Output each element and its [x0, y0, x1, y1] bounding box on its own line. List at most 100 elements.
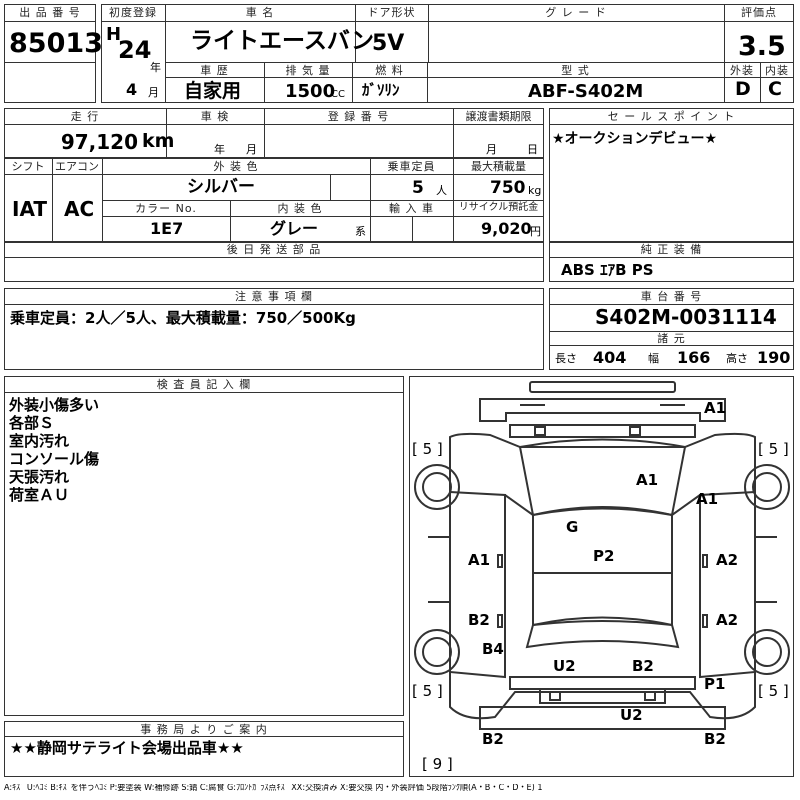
displacement: 1500 — [285, 81, 336, 102]
transfer-day-unit: 日 — [527, 143, 538, 156]
legend: A:ｷｽﾞ U:ﾍｺﾐ B:ｷｽﾞを伴うﾍｺﾐ P:要塗装 W:補修跡 S:錆 … — [4, 784, 796, 793]
inspector-box — [4, 376, 404, 716]
inspector-line: 天張汚れ — [9, 468, 70, 486]
ext-score: D — [735, 78, 751, 100]
transfer-label: 譲渡書類期限 — [465, 110, 532, 123]
era: H — [106, 24, 122, 45]
ext-color: シルバー — [187, 177, 255, 197]
inspector-line: 各部Ｓ — [9, 414, 55, 432]
notes-box — [4, 288, 544, 370]
reg-year: 24 — [118, 36, 152, 64]
insp-year-unit: 年 — [214, 143, 225, 156]
inspector-line: コンソール傷 — [9, 450, 100, 468]
month-unit: 月 — [148, 86, 159, 99]
int-score: C — [768, 78, 782, 100]
inspector-line: 室内汚れ — [9, 432, 70, 450]
office-label: 事 務 局 よ り ご 案 内 — [140, 723, 268, 736]
length-value: 404 — [593, 348, 627, 367]
height-label: 高さ — [726, 352, 748, 365]
lot-number: 85013 — [9, 28, 103, 59]
damage-mark: B2 — [704, 730, 726, 748]
recycle-unit: 円 — [530, 225, 541, 238]
car-name: ライトエースバン — [190, 28, 374, 54]
fuel-label: 燃 料 — [375, 64, 404, 77]
int-color-unit: 系 — [355, 225, 366, 238]
genuine-value: ABS ｴｱB PS — [561, 261, 654, 279]
tire-right-rear: [ 5 ] — [758, 682, 789, 700]
load-unit: kg — [528, 184, 542, 197]
transfer-month-unit: 月 — [486, 143, 497, 156]
specs-label: 諸 元 — [657, 332, 686, 345]
door-label: ドア形状 — [367, 6, 416, 19]
chassis-label: 車 台 番 号 — [640, 290, 703, 303]
legend-text: A:ｷｽﾞ U:ﾍｺﾐ B:ｷｽﾞを伴うﾍｺﾐ P:要塗装 W:補修跡 S:錆 … — [4, 784, 543, 793]
damage-mark: B4 — [482, 640, 504, 658]
car-outline — [414, 381, 790, 730]
sales-label: セ ー ル ス ポ イ ン ト — [607, 110, 736, 123]
spare-tire: [ 9 ] — [422, 755, 453, 773]
damage-mark: A1 — [636, 471, 659, 489]
capacity-value: 5 — [412, 178, 424, 198]
capacity-unit: 人 — [436, 184, 447, 197]
disp-unit: CC — [331, 89, 345, 100]
damage-mark: A1 — [468, 551, 491, 569]
damage-mark: G — [566, 518, 579, 536]
regno-label: 登 録 番 号 — [327, 110, 390, 123]
damage-mark: P1 — [704, 675, 726, 693]
int-label: 内装 — [765, 64, 789, 77]
inspector-line: 外装小傷多い — [9, 396, 100, 414]
ext-color-label: 外 装 色 — [213, 160, 259, 173]
history-value: 自家用 — [184, 80, 242, 102]
inspector-label: 検 査 員 記 入 欄 — [156, 378, 252, 391]
width-value: 166 — [677, 348, 711, 367]
tire-right-front: [ 5 ] — [758, 440, 789, 458]
year-unit: 年 — [150, 61, 161, 74]
recycle-value: 9,020 — [481, 219, 532, 238]
reg-month: 4 — [126, 80, 138, 99]
later-parts-box — [4, 242, 544, 282]
header-grid — [101, 4, 794, 103]
damage-mark: U2 — [620, 706, 643, 724]
lot-label: 出 品 番 号 — [19, 6, 81, 19]
office-box — [4, 721, 404, 777]
inspector-line: 荷室ＡＵ — [9, 486, 70, 504]
mileage-grid — [4, 108, 544, 158]
damage-mark: U2 — [553, 657, 576, 675]
sales-box — [549, 108, 794, 242]
color-no-label: カラー No. — [135, 202, 197, 215]
inspector-notes: 外装小傷多い 各部Ｓ 室内汚れ コンソール傷 天張汚れ 荷室ＡＵ — [9, 396, 99, 504]
genuine-box — [549, 242, 794, 282]
load-value: 750 — [490, 178, 526, 198]
width-label: 幅 — [648, 352, 659, 365]
damage-mark: A1 — [696, 490, 719, 508]
chassis-box — [549, 288, 794, 370]
recycle-label: リサイクル預託金 — [458, 202, 539, 213]
import-label: 輸 入 車 — [389, 202, 434, 215]
score-value: 3.5 — [738, 31, 786, 62]
inspection-label: 車 検 — [200, 110, 230, 123]
tire-left-front: [ 5 ] — [412, 440, 443, 458]
shift-label: シフト — [11, 160, 45, 173]
damage-mark: P2 — [593, 547, 615, 565]
mileage-unit: km — [142, 130, 175, 152]
mileage-value: 97,120 — [60, 130, 138, 154]
chassis-number: S402M-0031114 — [595, 305, 777, 329]
name-label: 車 名 — [245, 6, 275, 19]
reg-label: 初度登録 — [109, 6, 157, 19]
model-value: ABF-S402M — [528, 81, 644, 102]
tire-left-rear: [ 5 ] — [412, 682, 443, 700]
damage-mark: B2 — [468, 611, 490, 629]
later-parts-label: 後 日 発 送 部 品 — [226, 243, 322, 256]
lot-box — [4, 4, 96, 103]
capacity-label: 乗車定員 — [387, 160, 436, 173]
int-color-label: 内 装 色 — [277, 202, 323, 215]
height-value: 190 — [757, 348, 791, 367]
length-label: 長さ — [555, 352, 577, 365]
disp-label: 排 気 量 — [285, 64, 331, 77]
fuel-value: ｶﾞｿﾘﾝ — [362, 81, 400, 99]
genuine-label: 純 正 装 備 — [640, 243, 703, 256]
damage-diagram: [ 5 ] [ 5 ] [ 5 ] [ 5 ] [ 9 ] A1 A1 A1 A… — [409, 376, 794, 777]
damage-mark: A1 — [704, 399, 727, 417]
ac-label: エアコン — [55, 160, 99, 173]
damage-mark: A2 — [716, 611, 739, 629]
